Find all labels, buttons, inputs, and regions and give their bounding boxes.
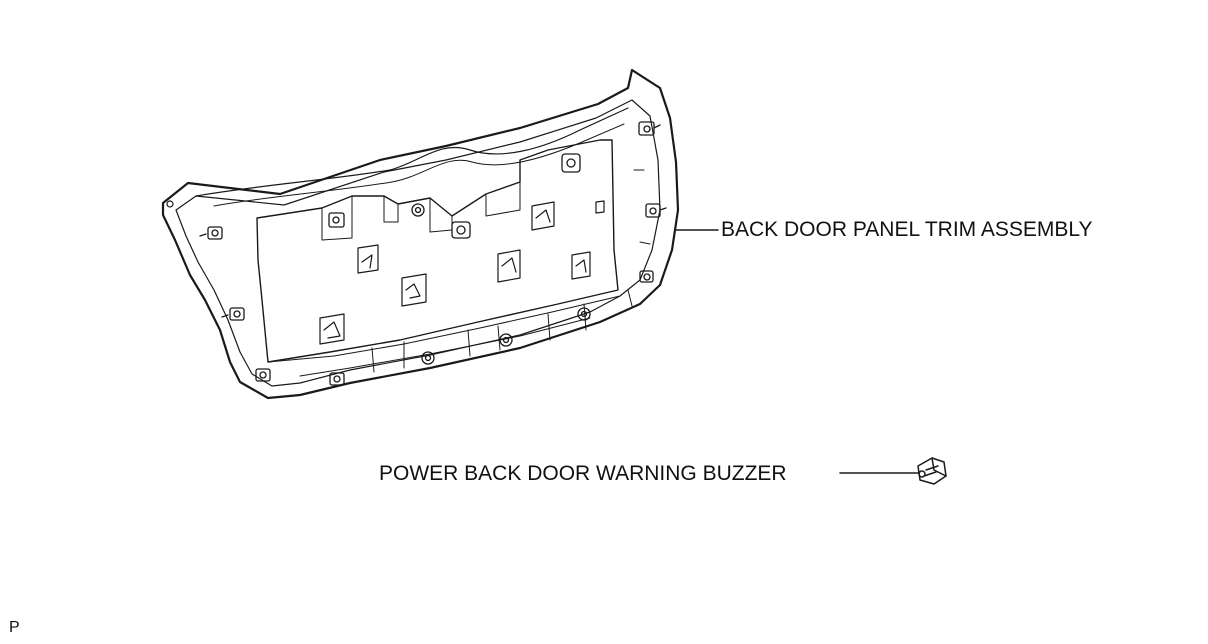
trim-corner-hole: [166, 200, 174, 208]
power-back-door-warning-buzzer-label: POWER BACK DOOR WARNING BUZZER: [379, 462, 787, 485]
warning-buzzer-drawing: [917, 457, 947, 485]
trim-step-notches: [321, 181, 521, 241]
trim-clip-holes: [319, 200, 605, 345]
trim-top-curve-2: [213, 123, 625, 207]
trim-perimeter-clips: [199, 121, 667, 386]
back-door-panel-trim-drawing: [161, 68, 680, 400]
back-door-panel-trim-assembly-label: BACK DOOR PANEL TRIM ASSEMBLY: [721, 218, 1093, 241]
trim-top-curve: [195, 107, 629, 197]
corner-reference-mark: P: [9, 619, 20, 636]
trim-main-panel: [256, 139, 619, 363]
trim-outer-outline: [161, 68, 680, 400]
trim-lower-ribs: [371, 169, 651, 373]
trim-lower-seam: [267, 295, 621, 377]
